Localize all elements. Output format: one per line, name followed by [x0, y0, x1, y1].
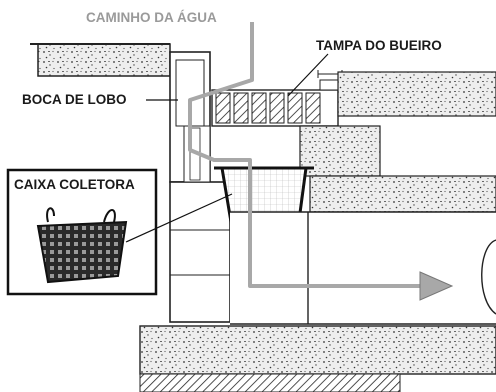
outlet-pipe	[230, 211, 496, 325]
label-caixa-coletora: CAIXA COLETORA	[14, 177, 135, 192]
label-tampa-do-bueiro: TAMPA DO BUEIRO	[316, 38, 442, 53]
curb-wall	[169, 51, 231, 323]
water-path	[188, 22, 454, 301]
sidewalk-slab	[30, 43, 171, 77]
road-slab	[299, 71, 496, 213]
basket-inset	[6, 168, 233, 296]
leader-lines	[146, 53, 329, 101]
grate-cover	[211, 70, 343, 127]
basket-icon	[36, 207, 128, 284]
label-boca-de-lobo: BOCA DE LOBO	[22, 92, 127, 107]
base-slab	[139, 325, 496, 392]
label-caminho-da-agua: CAMINHO DA ÁGUA	[86, 10, 217, 25]
